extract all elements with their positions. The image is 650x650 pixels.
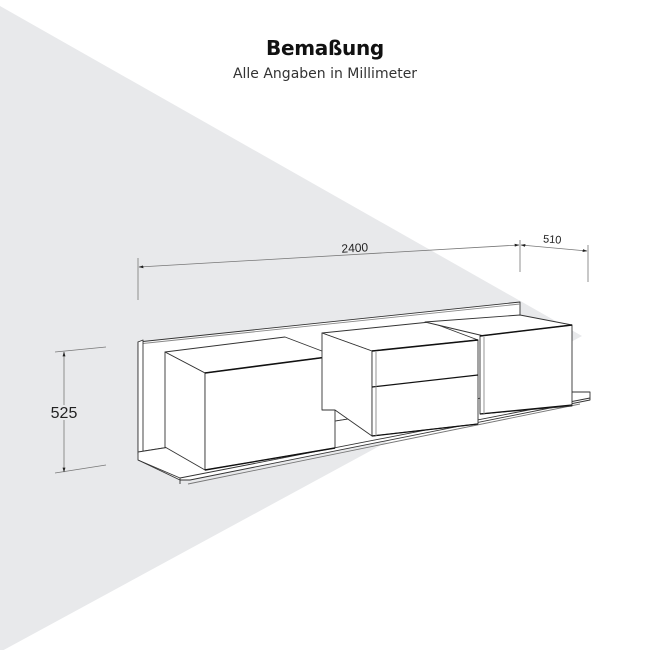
height-dimension [54,346,107,474]
depth-label: 510 [543,233,562,246]
box-left [164,336,336,471]
height-label: 525 [51,405,78,422]
page-title: Bemaßung [266,36,384,60]
page-subtitle: Alle Angaben in Millimeter [232,66,418,82]
box-right [424,314,573,415]
box-middle [321,321,479,437]
width-dimension [137,240,521,300]
depth-dimension [520,243,589,282]
width-label: 2400 [341,240,369,255]
